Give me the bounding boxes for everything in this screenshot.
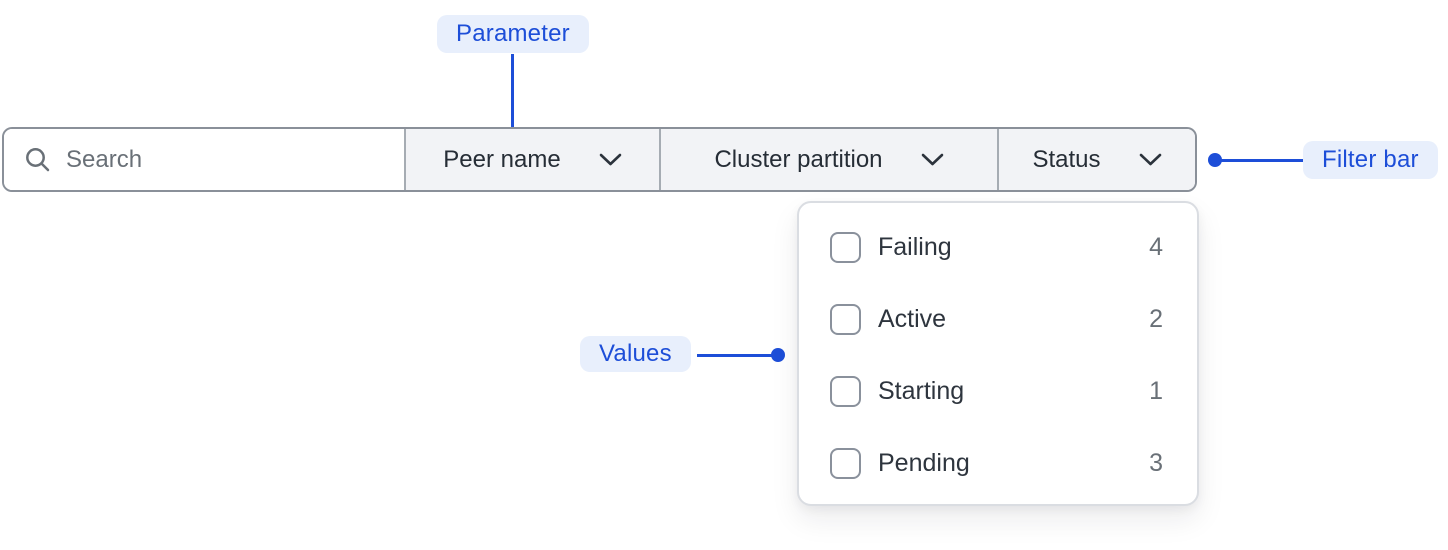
dropdown-cluster-partition-label: Cluster partition	[714, 145, 883, 173]
status-values-panel: Failing 4 Active 2 Starting 1 Pending 3	[797, 201, 1199, 506]
filter-bar-annotation-badge: Filter bar	[1303, 141, 1438, 179]
dropdown-status-label: Status	[1032, 145, 1101, 173]
chevron-down-icon	[921, 153, 943, 166]
chevron-down-icon	[599, 153, 622, 166]
status-option-count: 2	[1149, 304, 1163, 333]
parameter-connector-line	[511, 54, 514, 140]
search-input[interactable]	[66, 145, 384, 174]
dropdown-status[interactable]: Status	[997, 129, 1195, 190]
dropdown-peer-name-label: Peer name	[443, 145, 561, 173]
filter-bar: Peer name Cluster partition Status	[2, 127, 1197, 192]
checkbox-starting[interactable]	[830, 375, 861, 407]
status-option-failing[interactable]: Failing 4	[799, 211, 1197, 283]
status-option-active[interactable]: Active 2	[799, 283, 1197, 355]
status-option-label: Pending	[878, 448, 970, 477]
filter-bar-connector-dot	[1208, 153, 1222, 167]
dropdown-cluster-partition[interactable]: Cluster partition	[659, 129, 997, 190]
values-connector-dot	[771, 348, 785, 362]
status-option-label: Active	[878, 304, 947, 333]
search-icon	[26, 148, 50, 172]
status-option-count: 1	[1149, 376, 1163, 405]
checkbox-active[interactable]	[830, 303, 861, 335]
checkbox-pending[interactable]	[830, 447, 861, 479]
search-section	[4, 129, 404, 190]
filter-bar-connector-line	[1221, 159, 1303, 162]
parameter-annotation-badge: Parameter	[437, 15, 589, 53]
values-connector-line	[697, 354, 778, 357]
chevron-down-icon	[1139, 153, 1161, 166]
values-annotation-badge: Values	[580, 336, 691, 372]
status-option-label: Failing	[878, 232, 952, 261]
dropdown-peer-name[interactable]: Peer name	[404, 129, 659, 190]
status-option-starting[interactable]: Starting 1	[799, 355, 1197, 427]
status-option-count: 3	[1149, 448, 1163, 477]
status-option-pending[interactable]: Pending 3	[799, 427, 1197, 499]
checkbox-failing[interactable]	[830, 231, 861, 263]
status-option-count: 4	[1149, 232, 1163, 261]
status-option-label: Starting	[878, 376, 965, 405]
